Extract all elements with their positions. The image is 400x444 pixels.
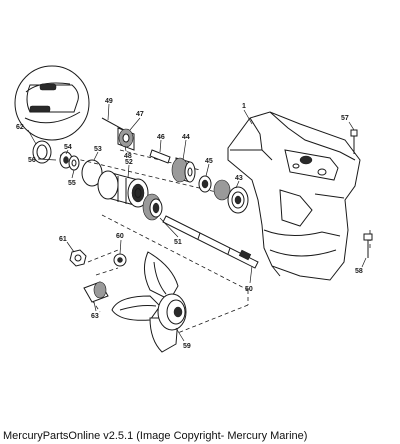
part-46-spring	[149, 149, 171, 164]
callout-52: 52	[125, 159, 133, 166]
callout-56: 56	[28, 157, 36, 164]
callout-45: 45	[205, 158, 213, 165]
callout-55: 55	[68, 180, 76, 187]
callout-58: 58	[355, 268, 363, 275]
callout-50: 50	[245, 286, 253, 293]
callout-46: 46	[157, 134, 165, 141]
part-63-thrust-hub	[83, 281, 109, 303]
callout-leader-lines	[27, 103, 367, 342]
callout-60: 60	[116, 233, 124, 240]
callout-62: 62	[16, 124, 24, 131]
detail-inset-circle	[14, 65, 90, 141]
callout-57: 57	[341, 115, 349, 122]
part-53-o-ring	[81, 159, 103, 187]
callout-53: 53	[94, 146, 102, 153]
callout-51: 51	[174, 239, 182, 246]
image-caption: MercuryPartsOnline v2.5.1 (Image Copyrig…	[3, 430, 308, 442]
part-58-screw	[363, 233, 373, 258]
part-52-bearing-carrier	[97, 170, 149, 208]
callout-44: 44	[182, 134, 190, 141]
callout-61: 61	[59, 236, 67, 243]
part-60-washer	[113, 253, 127, 267]
part-59-propeller	[111, 251, 187, 353]
part-51-reverse-gear	[142, 193, 163, 221]
part-61-nut	[69, 249, 87, 267]
callout-48: 48	[124, 153, 132, 160]
part-49-cross-pin	[101, 117, 125, 131]
callout-43: 43	[235, 175, 243, 182]
callout-59: 59	[183, 343, 191, 350]
part-45-bearing-race	[198, 175, 212, 193]
callout-labels: 1 43 44 45 46 47 48 49 50 51 52 53 54 55…	[16, 98, 363, 350]
callout-47: 47	[136, 111, 144, 118]
callout-1: 1	[242, 103, 246, 110]
part-47-clutch	[117, 127, 135, 151]
part-1-gear-housing	[227, 111, 361, 281]
part-55-nut	[68, 155, 80, 171]
exploded-parts-diagram: 1 43 44 45 46 47 48 49 50 51 52 53 54 55…	[14, 65, 373, 353]
callout-49: 49	[105, 98, 113, 105]
part-44-forward-gear	[171, 157, 196, 183]
callout-54: 54	[64, 144, 72, 151]
callout-63: 63	[91, 313, 99, 320]
part-50-propeller-shaft	[162, 215, 259, 269]
part-43-tapered-bearing	[213, 179, 249, 214]
part-62-seal	[32, 140, 52, 164]
